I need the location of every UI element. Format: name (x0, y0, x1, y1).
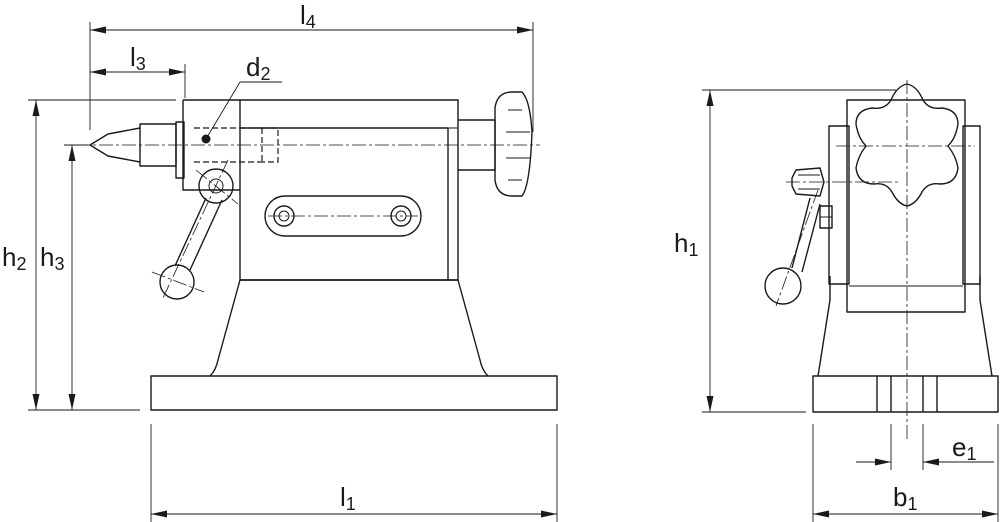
side-slot-plate (264, 195, 422, 237)
side-lever-ball-axis (151, 271, 205, 293)
side-lever-hub-inner (208, 178, 224, 194)
dim-h3-arrow-top (68, 145, 76, 161)
front-clamp-knob (791, 167, 825, 197)
side-lever-arm (174, 197, 223, 271)
label-l4: l4 (300, 0, 316, 32)
dim-l3-arrow-right (169, 68, 185, 76)
label-b1: b1 (893, 482, 917, 514)
dim-e1-arrow-left (875, 458, 891, 466)
label-l1: l1 (340, 482, 356, 514)
side-base-plate (150, 375, 558, 411)
label-h1: h1 (674, 228, 698, 260)
front-view (764, 80, 999, 440)
side-body (239, 99, 459, 281)
dim-l4-arrow-right (517, 26, 533, 34)
dim-h1-arrow-bottom (706, 396, 714, 412)
front-pedestal (817, 276, 993, 377)
label-l3: l3 (130, 42, 146, 74)
dim-l1-arrow-left (151, 510, 167, 518)
dim-l1-arrow-right (541, 510, 557, 518)
side-pedestal (209, 279, 489, 377)
front-housing (846, 99, 966, 313)
label-d2: d2 (246, 52, 270, 84)
side-lever-ball (159, 264, 195, 300)
dim-d2-leader (205, 81, 241, 140)
dim-l4-arrow-left (90, 26, 106, 34)
side-lever-hub-axis (195, 169, 239, 205)
dim-b1-arrow-left (813, 510, 829, 518)
front-lever-ball (764, 267, 802, 305)
front-lever-centerline (775, 189, 819, 307)
label-e1: e1 (952, 432, 976, 464)
front-upright-left (828, 125, 850, 285)
dim-e1-arrow-right (923, 458, 939, 466)
side-dimensions (28, 22, 558, 522)
dimension-labels: l4 l3 d2 h2 h3 l1 h1 e1 b1 (2, 0, 976, 514)
front-upright-right (962, 125, 981, 285)
label-h3: h3 (40, 242, 64, 274)
dim-h2-arrow-top (32, 100, 40, 116)
dim-h2-arrow-bottom (32, 394, 40, 410)
side-sleeve-housing (182, 99, 449, 280)
side-lever-centerline (161, 159, 229, 301)
front-lever-arm (791, 197, 821, 273)
front-base-slot (876, 376, 938, 412)
front-base (812, 375, 999, 413)
dim-l3-arrow-left (90, 68, 106, 76)
dim-h3-arrow-bottom (68, 394, 76, 410)
dim-b1-arrow-right (982, 510, 998, 518)
side-body-top-band (239, 99, 459, 129)
side-lever-hub (198, 168, 234, 204)
side-handwheel (494, 91, 533, 197)
dim-h1-arrow-top (706, 90, 714, 106)
front-dimensions (702, 89, 999, 522)
side-view (76, 91, 558, 411)
label-h2: h2 (2, 242, 26, 274)
